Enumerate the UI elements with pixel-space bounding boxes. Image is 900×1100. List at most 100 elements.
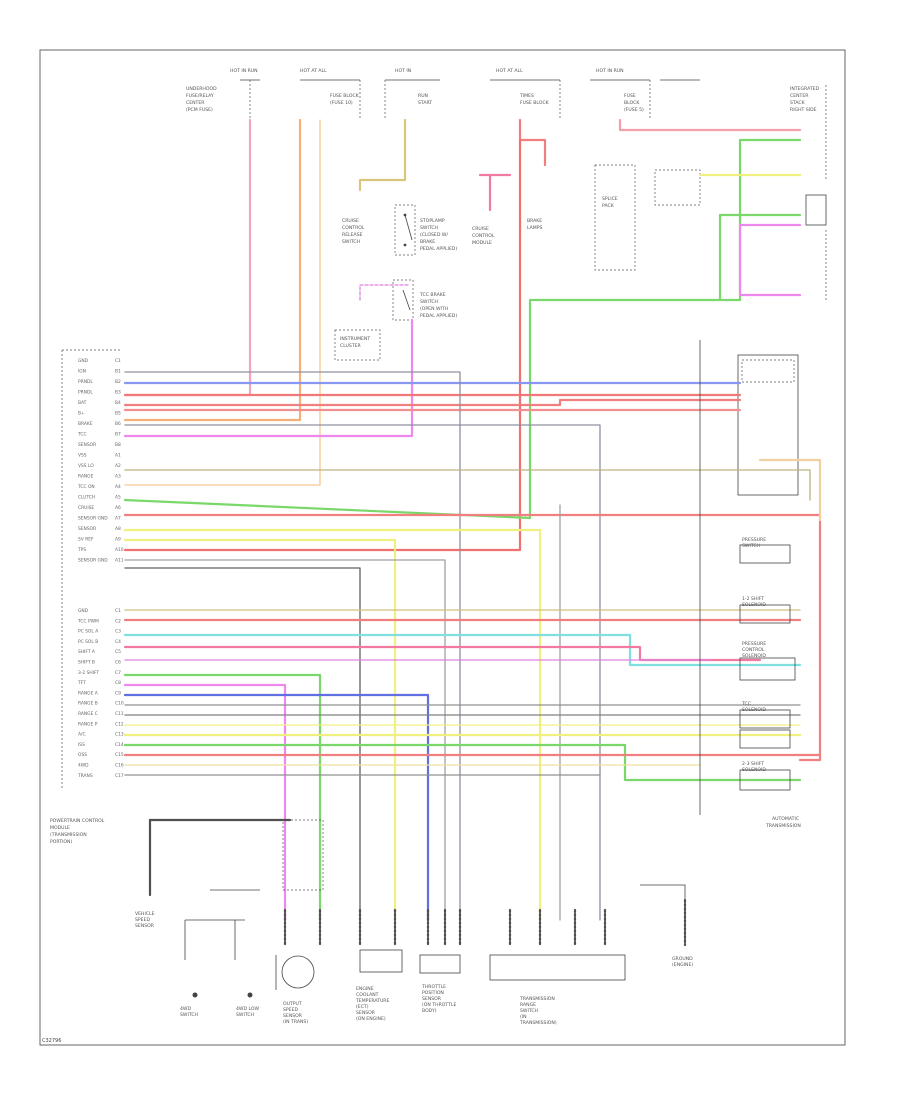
pcm-pin-number: B6 <box>115 421 121 427</box>
svg-text:(ON THROTTLE: (ON THROTTLE <box>422 1002 456 1008</box>
shift-32-box <box>739 729 791 749</box>
svg-text:CLUSTER: CLUSTER <box>340 343 362 349</box>
svg-text:PEDAL APPLIED): PEDAL APPLIED) <box>420 313 457 319</box>
svg-text:(OPEN WITH: (OPEN WITH <box>420 306 448 312</box>
svg-text:(FUSE 10): (FUSE 10) <box>330 100 353 106</box>
pcm-pin-name: SENSOR GND <box>78 558 108 564</box>
pcm-pin-name: SENSOR <box>78 526 96 532</box>
svg-text:2-3 SHIFT: 2-3 SHIFT <box>742 761 764 767</box>
svg-text:CONTROL: CONTROL <box>742 647 765 653</box>
svg-text:PACK: PACK <box>602 203 615 209</box>
svg-text:(ENGINE): (ENGINE) <box>672 962 693 968</box>
component-brake-switch: STOPLAMP SWITCH (CLOSED W/ BRAKE PEDAL A… <box>394 204 457 256</box>
svg-text:FUSE BLOCK: FUSE BLOCK <box>330 93 360 99</box>
svg-text:TCC: TCC <box>741 701 751 707</box>
svg-text:POSITION: POSITION <box>422 990 444 996</box>
svg-text:BRAKE: BRAKE <box>527 218 542 224</box>
top-connector-6: INTEGRATED CENTER STACK RIGHT SIDE <box>790 85 827 180</box>
pcm-pin-number: C16 <box>115 763 124 769</box>
svg-text:TRANSMISSION: TRANSMISSION <box>765 823 801 829</box>
component-cruise-module: CRUISE CONTROL MODULE <box>472 226 495 246</box>
pcm-pin-number: B5 <box>115 411 121 417</box>
pcm-pin-name: VSS LO <box>78 463 94 469</box>
pcm-pin-name: OSS <box>78 752 87 758</box>
svg-text:CRUISE: CRUISE <box>342 218 359 224</box>
pcm-pin-name: VSS <box>78 453 87 459</box>
svg-text:CONTROL: CONTROL <box>472 233 495 239</box>
svg-text:THROTTLE: THROTTLE <box>421 984 446 990</box>
pcm-pin-number: B3 <box>115 390 121 396</box>
pcm-pin-number: A1 <box>115 453 121 459</box>
svg-text:START: START <box>418 100 432 106</box>
pcm-pin-number: C9 <box>115 690 121 696</box>
svg-text:PRESSURE: PRESSURE <box>742 537 766 543</box>
svg-text:TRANSMISSION: TRANSMISSION <box>519 996 555 1002</box>
svg-text:SENSOR: SENSOR <box>422 996 442 1002</box>
svg-text:STOPLAMP: STOPLAMP <box>420 218 445 224</box>
svg-text:CENTER: CENTER <box>186 100 205 106</box>
svg-text:SWITCH: SWITCH <box>180 1012 198 1018</box>
svg-text:SPLICE: SPLICE <box>602 196 618 202</box>
svg-text:PEDAL APPLIED): PEDAL APPLIED) <box>420 246 457 252</box>
svg-text:SOLENOID: SOLENOID <box>742 767 766 773</box>
component-junction: SPLICE PACK <box>594 164 701 271</box>
svg-text:SWITCH: SWITCH <box>520 1008 538 1014</box>
svg-text:CRUISE: CRUISE <box>472 226 489 232</box>
svg-text:SOLENOID: SOLENOID <box>742 653 766 659</box>
top-connector-4: HOT AT ALL TIMES FUSE BLOCK <box>490 68 561 120</box>
svg-text:GROUND: GROUND <box>672 956 693 962</box>
pcm-pin-name: GND <box>78 358 89 364</box>
svg-text:(IN TRANS): (IN TRANS) <box>283 1019 308 1025</box>
pcm-pin-name: SENSOR GND <box>78 516 108 522</box>
component-tcc-brake: TCC BRAKE SWITCH (OPEN WITH PEDAL APPLIE… <box>392 279 457 321</box>
svg-text:BODY): BODY) <box>422 1008 437 1014</box>
pcm-pin-number: C1 <box>115 358 121 364</box>
svg-text:HOT IN RUN: HOT IN RUN <box>596 68 624 74</box>
pcm-pin-name: TFT <box>77 680 86 686</box>
svg-text:MODULE: MODULE <box>50 825 70 831</box>
pcm-pin-name: RANGE C <box>78 711 98 717</box>
svg-text:TRANSMISSION): TRANSMISSION) <box>519 1020 557 1026</box>
svg-text:SPEED: SPEED <box>283 1007 298 1013</box>
pcm-pin-name: SHIFT A <box>78 649 95 655</box>
svg-text:VEHICLE: VEHICLE <box>135 911 155 917</box>
pcm-pin-name: TCC <box>77 432 87 438</box>
pcm-pin-number: C1 <box>115 608 121 614</box>
top-connector-2: HOT AT ALL FUSE BLOCK (FUSE 10) <box>300 68 361 120</box>
pcm-pin-number: C13 <box>115 732 124 738</box>
pcm-pin-number: C2 <box>115 618 121 624</box>
pcm-pin-number: C17 <box>115 773 124 779</box>
pcm-pin-name: TCC ON <box>77 484 95 490</box>
pcm-pin-name: 4WD <box>78 763 89 769</box>
shift-switch-left: 4WD SWITCH <box>180 1006 198 1018</box>
shift-switch-mid: 4WD LOW SWITCH <box>236 1006 259 1018</box>
svg-text:SENSOR: SENSOR <box>135 923 155 929</box>
pcm-label: POWERTRAIN CONTROL MODULE (TRANSMISSION … <box>50 349 120 845</box>
pcm-pin-name: RANGE A <box>78 690 98 696</box>
svg-text:4WD LOW: 4WD LOW <box>236 1006 259 1012</box>
svg-text:MODULE: MODULE <box>472 240 492 246</box>
pcm-pin-name: 5V REF <box>78 537 94 543</box>
pcm-pin-name: PC SOL B <box>78 639 98 645</box>
shift-solenoid-b-box: 2-3 SHIFT SOLENOID <box>739 761 791 791</box>
svg-text:(FUSE 5): (FUSE 5) <box>624 107 644 113</box>
pcm-pin-name: B+ <box>78 411 85 417</box>
svg-text:(PCM FUSE): (PCM FUSE) <box>186 107 213 113</box>
pcm-pin-number: C6 <box>115 660 121 666</box>
svg-text:SWITCH: SWITCH <box>342 239 360 245</box>
wire-harness <box>123 118 822 922</box>
tps: THROTTLE POSITION SENSOR (ON THROTTLE BO… <box>419 954 461 1014</box>
tcc-solenoid-box: TCC SOLENOID <box>739 701 791 729</box>
pcm-pin-number: A10 <box>115 547 124 553</box>
svg-text:(TRANSMISSION: (TRANSMISSION <box>50 832 87 838</box>
pc-solenoid-box: PRESSURE CONTROL SOLENOID <box>739 641 796 681</box>
svg-text:BRAKE: BRAKE <box>420 239 435 245</box>
pcm-pin-number: C12 <box>115 721 124 727</box>
pcm-pin-number: A4 <box>115 484 121 490</box>
output-speed-sensor: OUTPUT SPEED SENSOR (IN TRANS) <box>275 955 315 1025</box>
svg-text:(ON ENGINE): (ON ENGINE) <box>356 1016 386 1022</box>
pcm-pin-name: 3-2 SHIFT <box>78 670 99 676</box>
svg-text:RUN: RUN <box>418 93 428 99</box>
